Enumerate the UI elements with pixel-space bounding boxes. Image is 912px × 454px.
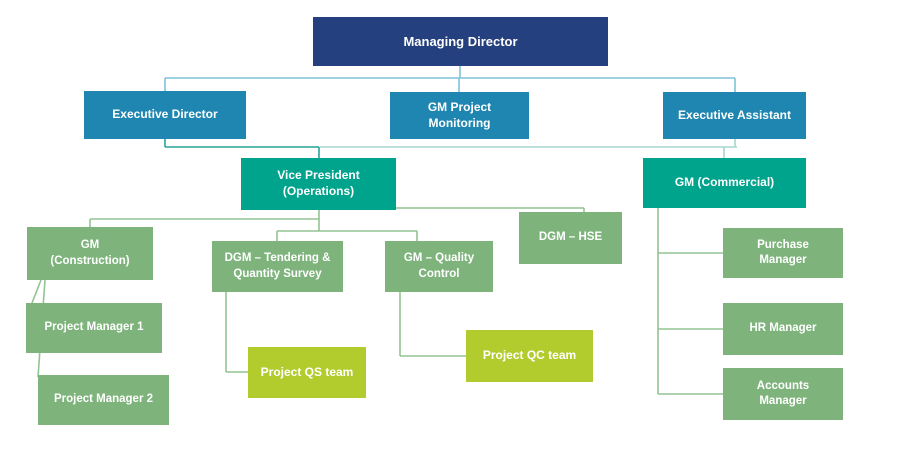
- node-label: GM Project Monitoring: [427, 99, 492, 130]
- node-label: Vice President (Operations): [277, 168, 360, 198]
- node-label: Managing Director: [403, 33, 518, 49]
- node-label: DGM – HSE: [538, 231, 603, 244]
- node-executive-director: Executive Director: [84, 91, 246, 139]
- node-label: DGM – Tendering & Quantity Survey: [224, 252, 331, 280]
- node-label: HR Manager: [749, 322, 817, 335]
- node-vice-president-operations: Vice President (Operations): [241, 158, 396, 210]
- node-label: Executive Assistant: [678, 107, 791, 122]
- node-label: Project QS team: [260, 364, 354, 379]
- node-label: Purchase Manager: [757, 238, 809, 266]
- node-project-qs-team: Project QS team: [248, 347, 366, 398]
- node-project-manager-2: Project Manager 2: [38, 375, 169, 425]
- node-gm-construction: GM (Construction): [27, 227, 153, 280]
- node-dgm-hse: DGM – HSE: [519, 212, 622, 264]
- connector-to-project-manager-1: [31, 279, 42, 304]
- node-label: Executive Director: [112, 107, 218, 122]
- node-label: GM (Commercial): [674, 175, 775, 190]
- node-dgm-tendering: DGM – Tendering & Quantity Survey: [212, 241, 343, 292]
- node-gm-quality-control: GM – Quality Control: [385, 241, 493, 292]
- node-accounts-manager: Accounts Manager: [723, 368, 843, 420]
- node-label: Accounts Manager: [756, 379, 810, 407]
- node-label: GM (Construction): [50, 239, 130, 267]
- node-purchase-manager: Purchase Manager: [723, 228, 843, 278]
- node-label: Project QC team: [482, 348, 577, 363]
- node-managing-director: Managing Director: [313, 17, 608, 66]
- node-project-manager-1: Project Manager 1: [26, 303, 162, 353]
- node-project-qc-team: Project QC team: [466, 330, 593, 382]
- node-gm-project-monitoring: GM Project Monitoring: [390, 92, 529, 139]
- node-executive-assistant: Executive Assistant: [663, 92, 806, 139]
- node-label: Project Manager 1: [44, 321, 144, 334]
- node-hr-manager: HR Manager: [723, 303, 843, 355]
- node-gm-commercial: GM (Commercial): [643, 158, 806, 208]
- node-label: GM – Quality Control: [403, 252, 475, 280]
- node-label: Project Manager 2: [53, 393, 154, 406]
